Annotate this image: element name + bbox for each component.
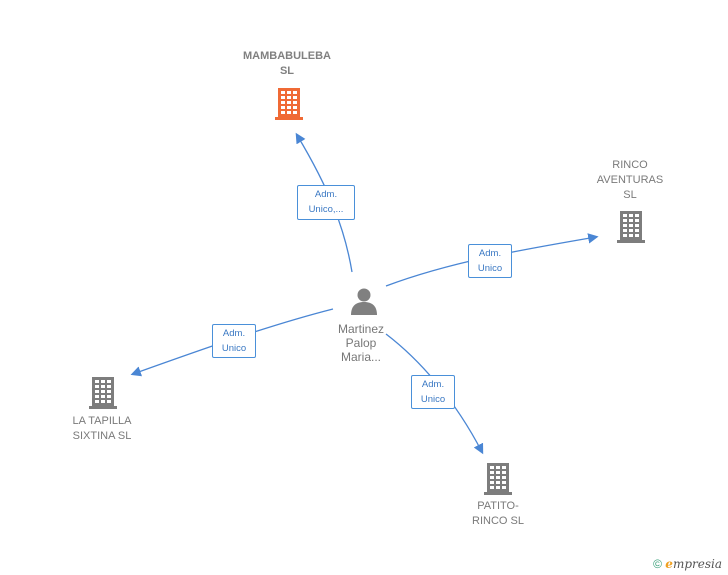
- edge-label-tapilla[interactable]: Adm. Unico: [212, 324, 256, 358]
- company-label-rinco-aventuras[interactable]: RINCO AVENTURAS SL: [596, 159, 664, 201]
- company-label-patito-rinco[interactable]: PATITO- RINCO SL: [472, 500, 524, 527]
- copyright-symbol: ©: [653, 557, 662, 571]
- empresia-logo: empresia: [665, 557, 722, 571]
- building-icon-patito-rinco[interactable]: [483, 461, 513, 500]
- footer-brand: © empresia: [653, 557, 722, 571]
- company-label-la-tapilla[interactable]: LA TAPILLA SIXTINA SL: [72, 415, 132, 442]
- edge-label-mambabuleba[interactable]: Adm. Unico,...: [297, 185, 355, 220]
- person-icon[interactable]: [349, 286, 379, 316]
- edge-label-rinco[interactable]: Adm. Unico: [468, 244, 512, 278]
- building-icon-mambabuleba[interactable]: [274, 86, 304, 125]
- person-name[interactable]: Martinez Palop Maria...: [337, 322, 384, 364]
- edge-label-patito[interactable]: Adm. Unico: [411, 375, 455, 409]
- building-icon-rinco-aventuras[interactable]: [616, 209, 646, 248]
- building-icon-la-tapilla[interactable]: [88, 375, 118, 414]
- company-label-mambabuleba[interactable]: MAMBABULEBA SL: [243, 50, 331, 77]
